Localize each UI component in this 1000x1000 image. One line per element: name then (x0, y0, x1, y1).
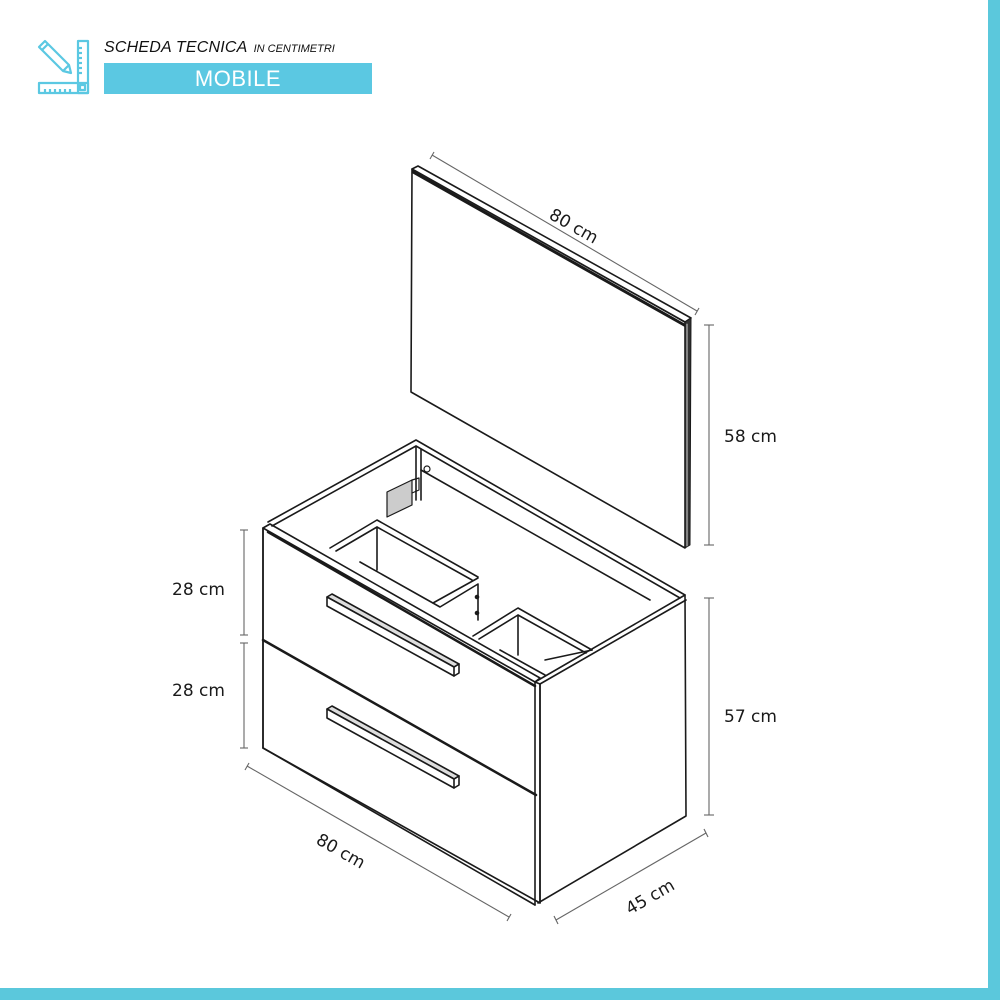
dim-mirror-height: 58 cm (724, 427, 777, 447)
cabinet (261, 439, 687, 906)
dim-cabinet-width: 80 cm (313, 830, 369, 873)
dim-drawer-bottom-height: 28 cm (172, 681, 225, 701)
spec-title: SCHEDA TECNICA IN CENTIMETRI (104, 39, 335, 57)
spec-title-unit: IN CENTIMETRI (253, 43, 335, 55)
product-category-banner: MOBILE (104, 63, 372, 94)
drawer-handle-top (326, 593, 460, 677)
frame-border-bottom (0, 988, 1000, 1000)
ruler-pencil-icon (37, 39, 90, 95)
mirror-panel (410, 165, 692, 549)
dim-drawer-top-height: 28 cm (172, 580, 225, 600)
drawer-handle-bottom (326, 705, 460, 789)
spec-header: SCHEDA TECNICA IN CENTIMETRI MOBILE (36, 38, 376, 98)
dim-cabinet-depth: 45 cm (623, 876, 679, 920)
dim-cabinet-height: 57 cm (724, 707, 777, 727)
spec-title-main: SCHEDA TECNICA (104, 39, 248, 56)
frame-border-right (988, 0, 1000, 1000)
